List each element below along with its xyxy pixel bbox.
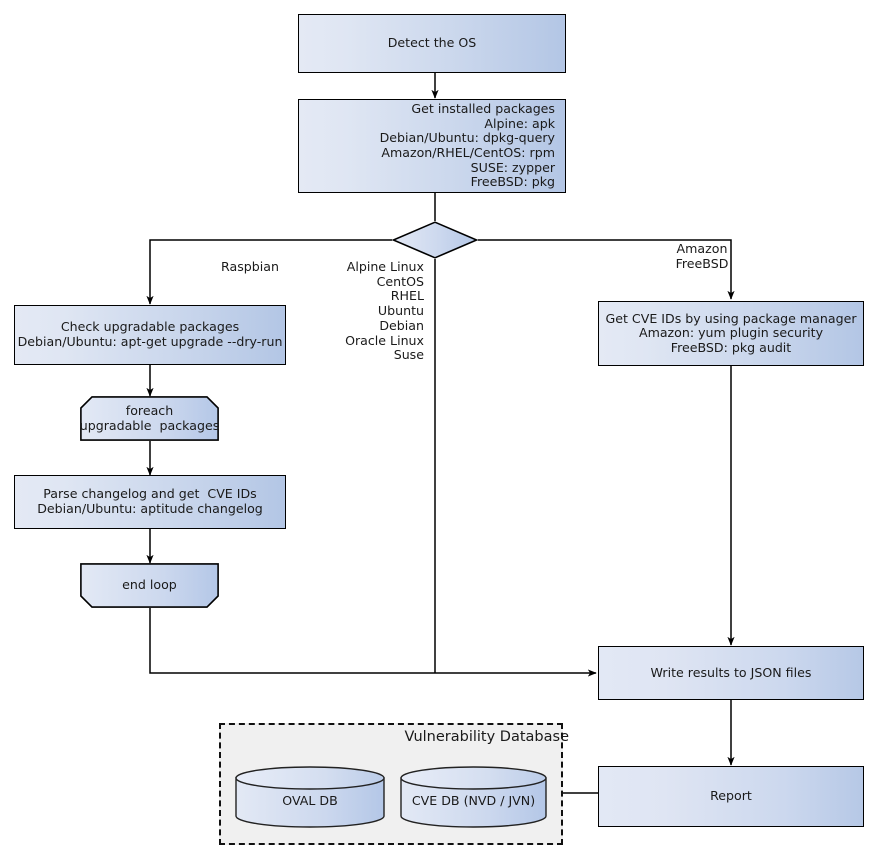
node-get-installed-packages[interactable]: Get installed packages Alpine: apk Debia… xyxy=(298,99,566,193)
database-cylinder-icon xyxy=(235,766,385,828)
node-get-cve-ids[interactable]: Get CVE IDs by using package manager Ama… xyxy=(598,301,864,366)
database-cve-db[interactable]: CVE DB (NVD / JVN) xyxy=(400,766,547,828)
database-cylinder-icon xyxy=(400,766,547,828)
node-foreach-loop-label: foreach upgradable packages xyxy=(79,402,220,433)
decision-diamond-shape xyxy=(391,221,479,259)
node-write-results[interactable]: Write results to JSON files xyxy=(598,646,864,700)
node-report[interactable]: Report xyxy=(598,766,864,827)
node-end-loop-label: end loop xyxy=(122,577,177,593)
node-end-loop[interactable]: end loop xyxy=(80,563,219,608)
node-check-upgradable[interactable]: Check upgradable packages Debian/Ubuntu:… xyxy=(14,305,286,365)
node-write-results-label: Write results to JSON files xyxy=(650,664,812,680)
node-parse-changelog[interactable]: Parse changelog and get CVE IDs Debian/U… xyxy=(14,475,286,529)
database-oval-db[interactable]: OVAL DB xyxy=(235,766,385,828)
edge-label-amazon-freebsd: Amazon FreeBSD xyxy=(675,241,729,271)
node-foreach-loop[interactable]: foreach upgradable packages xyxy=(80,396,219,441)
node-detect-os[interactable]: Detect the OS xyxy=(298,14,566,73)
vulnerability-database-title: Vulnerability Database xyxy=(404,729,569,745)
end-loop-shape xyxy=(80,563,219,608)
edge-label-raspbian: Raspbian xyxy=(221,259,279,274)
node-check-upgradable-label: Check upgradable packages Debian/Ubuntu:… xyxy=(17,319,283,349)
node-get-installed-packages-label: Get installed packages Alpine: apk Debia… xyxy=(379,101,555,190)
node-report-label: Report xyxy=(710,788,752,804)
node-detect-os-label: Detect the OS xyxy=(387,35,477,51)
database-cve-db-label: CVE DB (NVD / JVN) xyxy=(411,793,536,808)
database-oval-db-label: OVAL DB xyxy=(282,793,338,808)
foreach-loop-shape xyxy=(80,396,219,441)
node-decision-diamond[interactable] xyxy=(391,221,479,259)
edge-endloop-to-write xyxy=(149,608,597,677)
edge-label-middle-distros: Alpine Linux CentOS RHEL Ubuntu Debian O… xyxy=(345,259,424,363)
node-get-cve-ids-label: Get CVE IDs by using package manager Ama… xyxy=(605,310,857,355)
node-parse-changelog-label: Parse changelog and get CVE IDs Debian/U… xyxy=(37,486,263,516)
